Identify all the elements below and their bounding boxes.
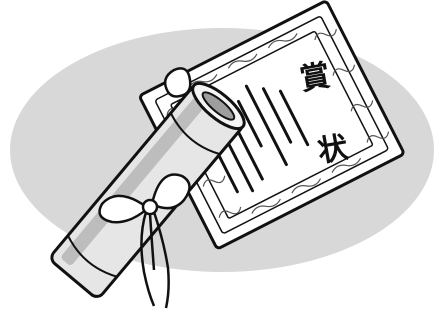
diploma-end-hole <box>201 91 236 121</box>
ribbon-tail-1 <box>140 211 156 307</box>
diploma-band-1 <box>169 112 221 156</box>
page-curl <box>163 67 192 98</box>
rolled-diploma <box>50 81 246 298</box>
certificate-title-char-1: 賞 <box>297 58 333 98</box>
ribbon-bow <box>98 173 191 309</box>
ribbon-tail-3 <box>148 213 156 271</box>
diploma-shade <box>61 98 204 265</box>
certificate-title-char-2: 状 <box>315 130 352 170</box>
ribbon-loop-left <box>98 194 150 224</box>
diploma-band-2 <box>67 235 118 278</box>
ribbon-loop-right <box>150 173 191 210</box>
ribbon-tail-2 <box>152 211 170 309</box>
